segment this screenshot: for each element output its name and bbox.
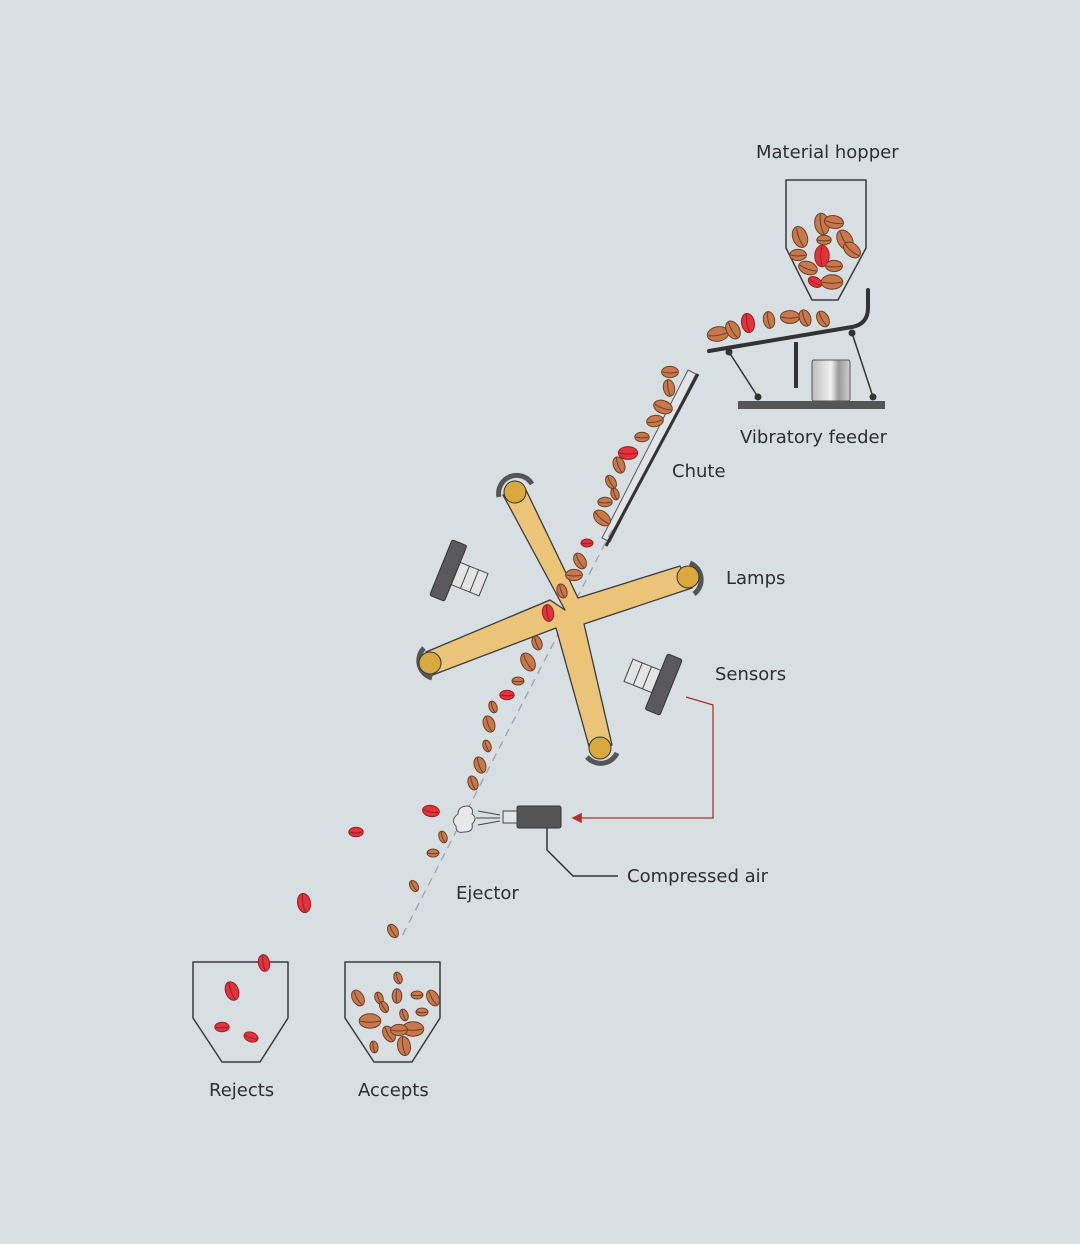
accepts-bin xyxy=(344,961,441,1063)
defective-bean xyxy=(296,892,312,914)
coffee-bean xyxy=(556,583,568,599)
label-vibratory-feeder: Vibratory feeder xyxy=(740,427,888,448)
coffee-bean xyxy=(415,1007,429,1017)
lamp-left xyxy=(416,646,442,681)
ejector xyxy=(452,805,562,833)
coffee-bean xyxy=(843,241,861,259)
defective-bean xyxy=(243,1031,259,1043)
coffee-bean xyxy=(653,399,673,415)
coffee-bean xyxy=(816,310,830,328)
coffee-bean xyxy=(573,552,587,570)
coffee-bean xyxy=(408,879,420,893)
defective-bean xyxy=(257,954,271,972)
label-sensors: Sensors xyxy=(715,664,787,685)
coffee-bean xyxy=(369,1040,379,1054)
coffee-bean xyxy=(378,1000,390,1014)
coffee-bean xyxy=(825,259,843,273)
label-rejects: Rejects xyxy=(209,1080,275,1101)
coffee-bean xyxy=(823,214,845,230)
coffee-bean xyxy=(399,1008,409,1022)
coffee-bean xyxy=(482,715,496,733)
lamp-right xyxy=(676,560,704,596)
coffee-bean xyxy=(426,989,440,1007)
coffee-bean xyxy=(467,775,479,791)
coffee-bean xyxy=(565,568,583,582)
coffee-bean xyxy=(798,309,812,327)
compressed-air-line xyxy=(546,828,618,877)
coffee-bean xyxy=(661,365,679,379)
coffee-bean xyxy=(816,234,832,246)
coffee-bean xyxy=(438,830,448,844)
defective-bean xyxy=(422,804,440,818)
coffee-bean xyxy=(396,1035,412,1057)
label-accepts: Accepts xyxy=(358,1080,429,1101)
defective-bean xyxy=(807,276,823,288)
coffee-bean xyxy=(358,1013,382,1029)
coffee-bean xyxy=(520,652,536,672)
coffee-bean xyxy=(387,923,399,939)
coffee-bean xyxy=(393,971,403,985)
coffee-bean xyxy=(351,989,365,1007)
defective-bean xyxy=(214,1021,230,1033)
coffee-bean xyxy=(488,700,498,714)
coffee-bean xyxy=(410,990,424,1000)
coffee-bean xyxy=(482,739,492,753)
coffee-bean xyxy=(789,248,807,262)
defective-bean xyxy=(348,826,364,838)
defective-bean xyxy=(580,538,594,548)
coffee-bean xyxy=(820,274,844,290)
coffee-bean xyxy=(662,379,676,397)
coffee-bean xyxy=(762,311,776,329)
coffee-bean xyxy=(531,635,543,651)
coffee-bean xyxy=(605,474,617,490)
label-ejector: Ejector xyxy=(456,883,519,904)
lamp-frame xyxy=(416,472,704,766)
label-lamps: Lamps xyxy=(726,568,786,589)
lamp-bottom xyxy=(585,736,620,766)
air-puff-icon xyxy=(452,805,476,833)
defective-bean xyxy=(617,446,639,460)
coffee-bean xyxy=(390,1023,408,1037)
coffee-bean xyxy=(593,509,611,527)
coffee-bean xyxy=(473,756,487,774)
defective-bean xyxy=(224,981,240,1001)
coffee-bean xyxy=(634,431,650,443)
vibratory-feeder xyxy=(707,288,885,409)
defective-bean xyxy=(499,689,515,701)
coffee-bean xyxy=(511,676,525,686)
coffee-bean xyxy=(646,414,664,428)
coffee-bean xyxy=(597,496,613,508)
coffee-bean xyxy=(612,456,626,474)
coffee-beans xyxy=(214,212,861,1057)
coffee-bean xyxy=(779,310,801,324)
coffee-bean xyxy=(391,988,403,1004)
coffee-bean xyxy=(791,226,809,248)
lamp-top xyxy=(496,472,535,504)
label-material-hopper: Material hopper xyxy=(756,142,899,163)
defective-bean xyxy=(541,604,555,622)
signal-line xyxy=(571,696,714,824)
sensor-lower xyxy=(623,653,683,716)
chute xyxy=(601,369,700,547)
coffee-bean xyxy=(610,487,620,501)
coffee-bean xyxy=(798,260,818,276)
coffee-bean xyxy=(426,848,440,858)
coffee-bean xyxy=(725,320,741,340)
label-chute: Chute xyxy=(672,461,726,482)
defective-bean xyxy=(740,312,756,334)
label-compressed-air: Compressed air xyxy=(627,866,769,887)
defective-bean xyxy=(814,244,830,268)
sensor-upper xyxy=(429,539,489,602)
rejects-bin xyxy=(192,961,289,1063)
